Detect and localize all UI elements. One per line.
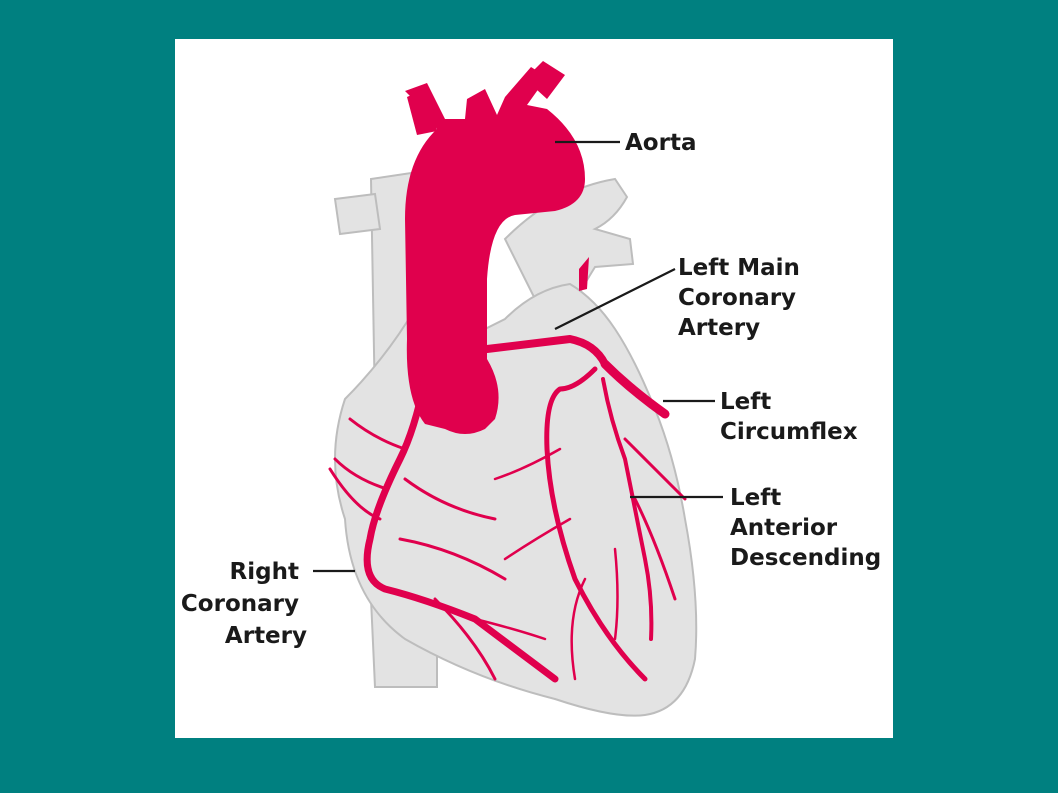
rca-branch-d	[403, 477, 497, 521]
rca-branch-g	[473, 617, 547, 641]
lad-branch-d	[493, 447, 562, 481]
label-aorta: Aorta	[625, 130, 696, 156]
lad-branch-c	[633, 497, 677, 601]
lad-vessel	[544, 366, 648, 682]
left-main-coronary-vessel	[483, 335, 609, 368]
lad-branch-f	[570, 577, 587, 681]
aorta-shape	[405, 67, 585, 434]
pulmonary-small-red	[579, 257, 589, 291]
right-coronary-vessel	[363, 375, 559, 683]
aorta-branch-1	[407, 87, 437, 135]
lad-branch-e	[503, 517, 572, 561]
left-circumflex-vessel	[600, 359, 670, 419]
rca-branch-e	[398, 537, 507, 581]
lad-branch-a	[601, 377, 654, 641]
rca-branch-b	[333, 457, 389, 491]
lad-branch-b	[623, 437, 687, 501]
rca-branch-c	[328, 467, 382, 521]
diagram-panel: Aorta Left Main Coronary Artery Left Cir…	[175, 39, 893, 738]
label-left-circumflex: Left Circumflex	[720, 389, 858, 445]
rca-branch-a	[348, 417, 407, 451]
label-right-coronary-artery: Right Coronary Artery	[181, 559, 307, 649]
left-main-leader	[554, 268, 676, 330]
left-pulmonary-shape	[333, 192, 382, 236]
heart-diagram: Aorta Left Main Coronary Artery Left Cir…	[181, 61, 881, 717]
rca-branch-f	[433, 597, 497, 681]
label-left-anterior-descending: Left Anterior Descending	[730, 485, 881, 571]
lad-branch-g	[613, 547, 619, 641]
label-left-main-coronary-artery: Left Main Coronary Artery	[678, 255, 808, 341]
aorta-branch-2	[525, 61, 565, 99]
